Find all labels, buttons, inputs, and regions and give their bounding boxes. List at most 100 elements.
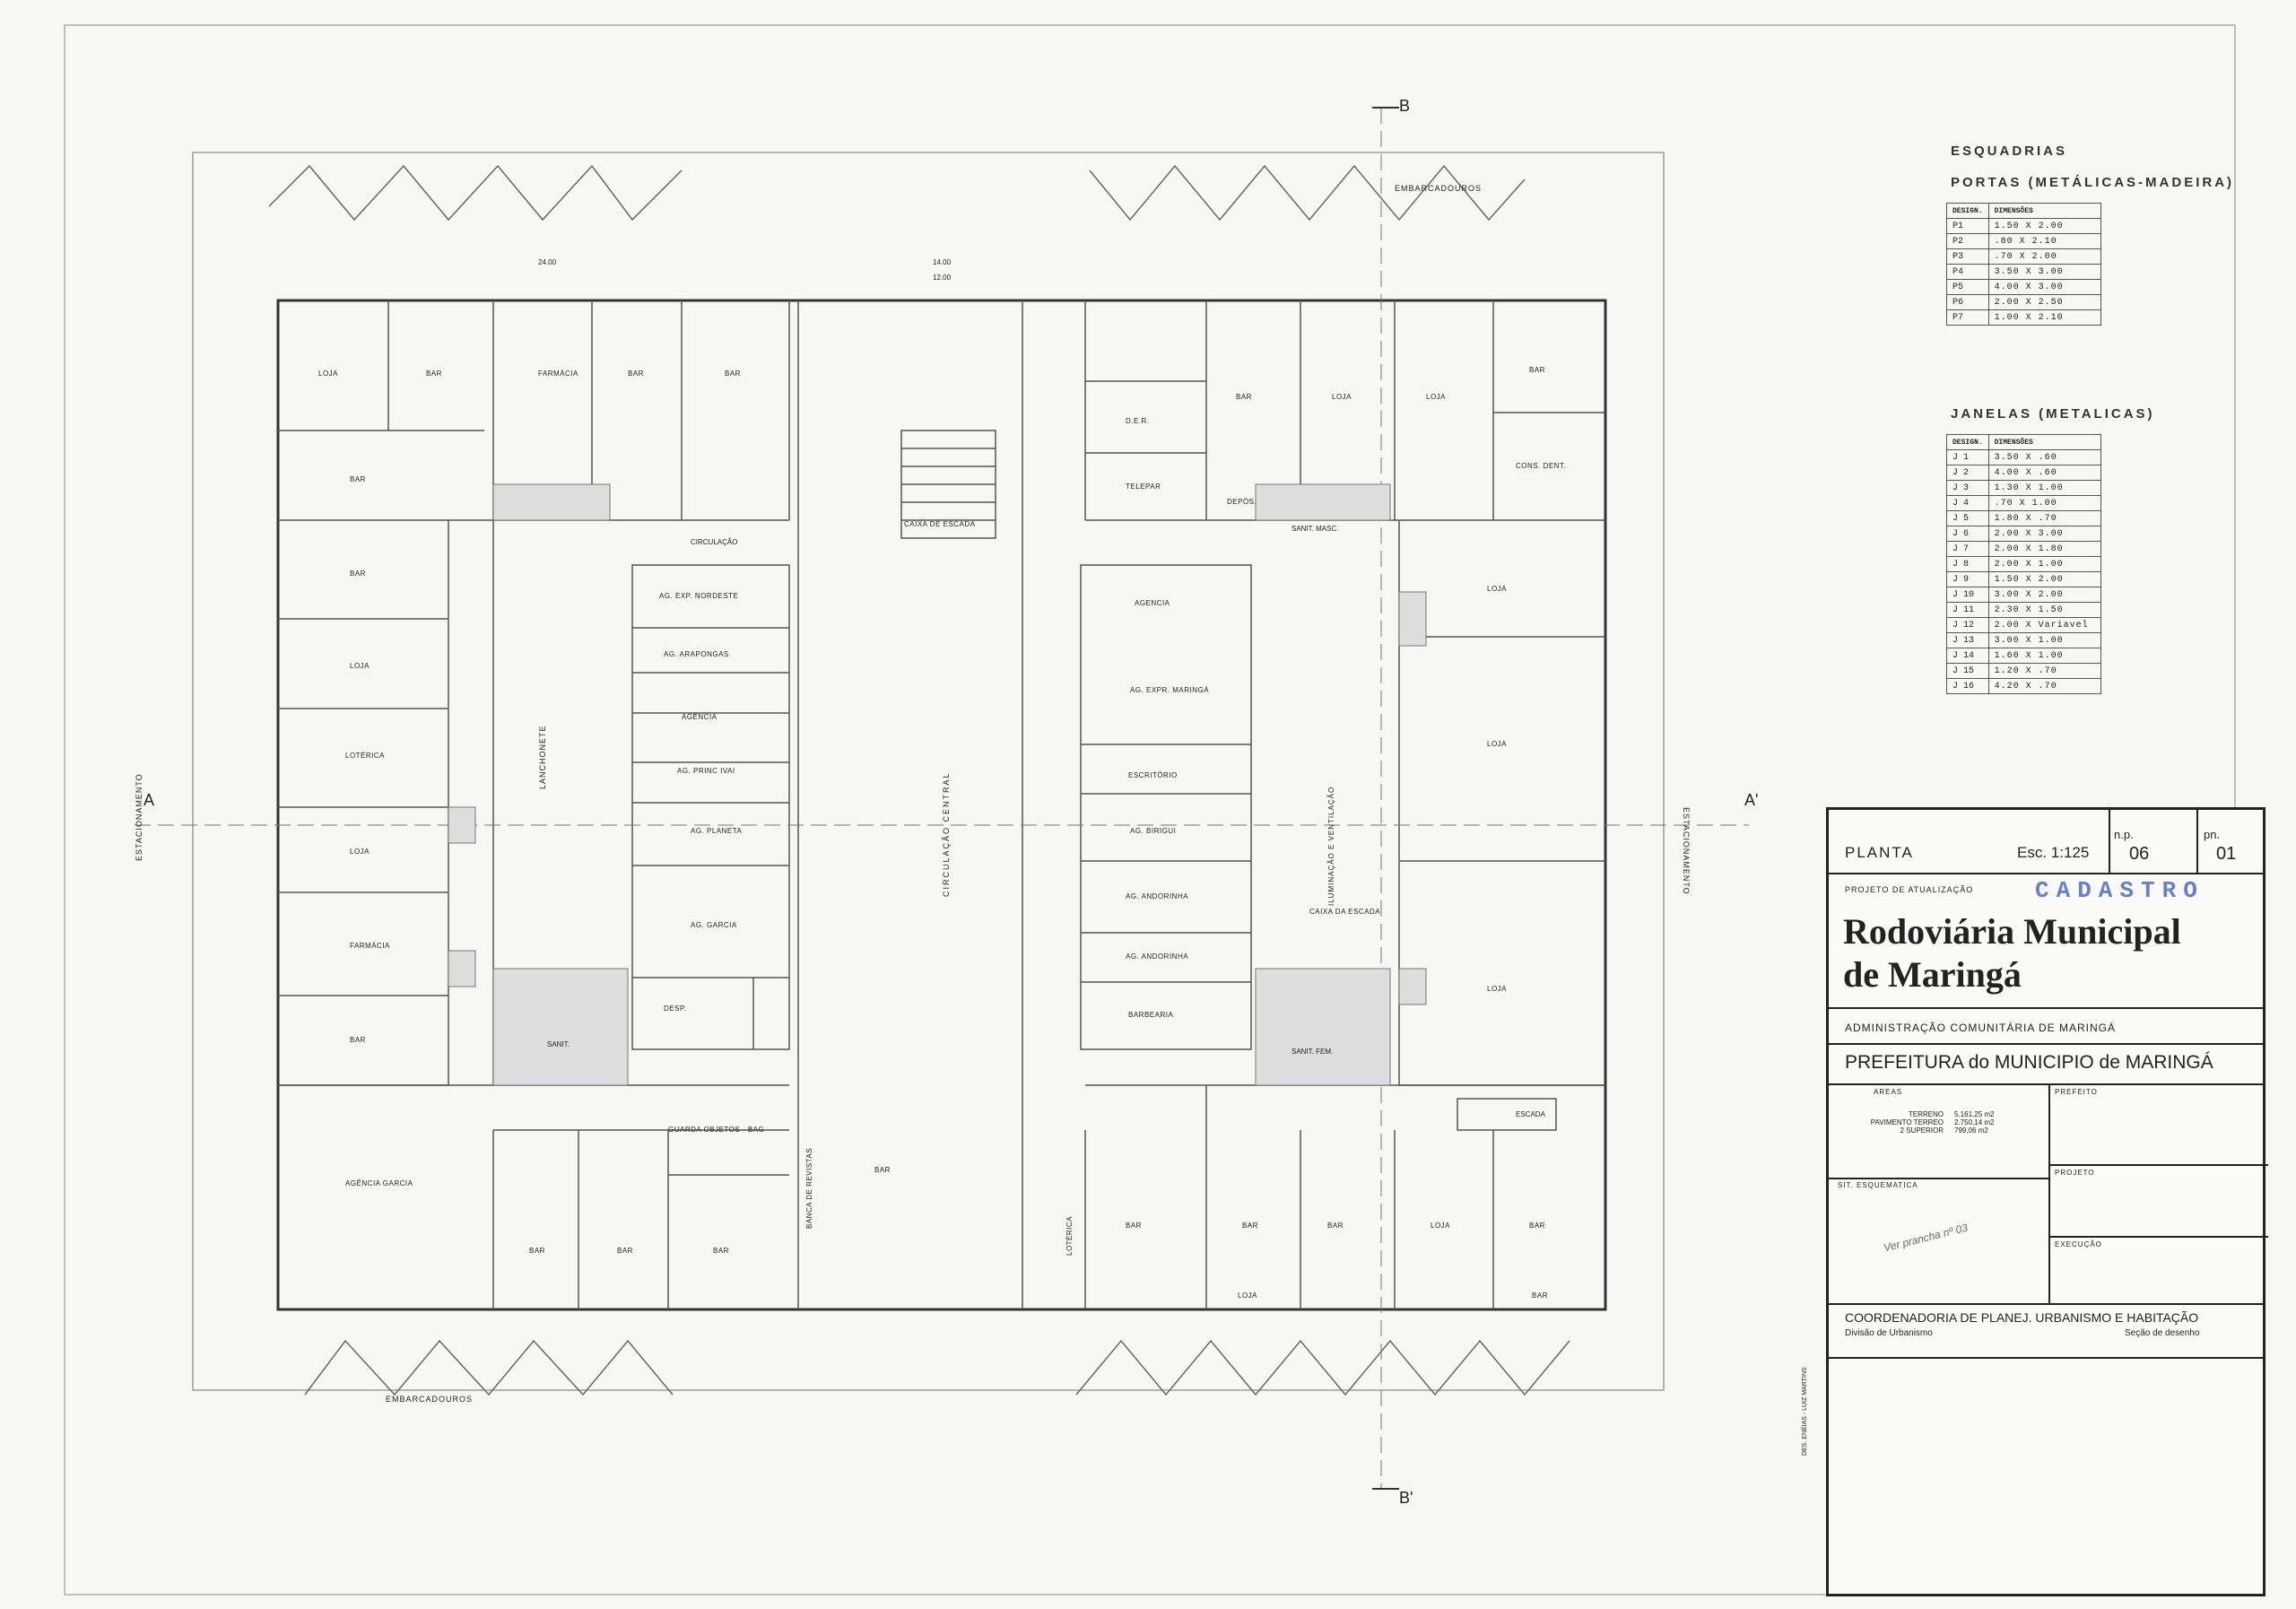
title-block: PLANTA Esc. 1:125 n.p. 06 pn. 01 PROJETO… [1802, 807, 2268, 1596]
schedule-dimensions: 3.00 X 1.00 [1987, 632, 2101, 648]
janelas-col-dim: DIMENSÕES [1987, 434, 2101, 450]
execucao-label: EXECUÇÃO [2055, 1240, 2102, 1248]
schedule-dimensions: 1.50 X 2.00 [1987, 218, 2101, 234]
portas-title: PORTAS (METÁLICAS-MADEIRA) [1951, 175, 2235, 190]
schedule-dimensions: 1.00 X 2.10 [1987, 309, 2101, 326]
room-label: LOJA [350, 848, 370, 856]
room-label: AGÊNCIA [682, 713, 718, 721]
schedule-design: J 10 [1946, 587, 1989, 603]
room-label: DEPÓS. [1227, 498, 1257, 506]
schedule-dimensions: 3.50 X .60 [1987, 449, 2101, 465]
schedule-design: J 9 [1946, 571, 1989, 587]
area-name: 2 SUPERIOR [1900, 1126, 1944, 1135]
drawing-title-line2: de Maringá [1843, 954, 2022, 995]
room-label: CAIXA DE ESCADA [904, 520, 976, 528]
room-label: AGÊNCIA GARCIA [345, 1179, 413, 1187]
section-marker-a-left: A [144, 791, 155, 809]
schedule-dimensions: 2.30 X 1.50 [1987, 602, 2101, 618]
secao-label: Seção de desenho [2125, 1328, 2200, 1338]
room-label: AG. PLANETA [691, 827, 743, 835]
room-label: LOJA [1487, 740, 1508, 748]
room-label: AG. ANDORINHA [1126, 892, 1189, 900]
room-label: GUARDA OBJETOS - BAG [668, 1126, 765, 1134]
schedule-dimensions: .80 X 2.10 [1987, 233, 2101, 249]
estacionamento-right-label: ESTACIONAMENTO [1682, 807, 1691, 895]
schedule-dimensions: 4.20 X .70 [1987, 678, 2101, 694]
lanchonete-label: LANCHONETE [538, 725, 547, 789]
schedule-row: J 4.70 X 1.00 [1946, 495, 2101, 511]
schedule-design: J 7 [1946, 541, 1989, 557]
room-label: ESCRITÓRIO [1128, 771, 1178, 779]
area-name: PAVIMENTO TERREO [1870, 1118, 1944, 1126]
escada-label: ESCADA [1516, 1110, 1545, 1118]
room-label: LOJA [1487, 985, 1508, 993]
drawing-title-line1: Rodoviária Municipal [1843, 911, 2181, 952]
room-label: LOTÉRICA [1065, 1215, 1074, 1256]
estacionamento-left-label: ESTACIONAMENTO [135, 773, 144, 861]
room-label: LOJA [1332, 393, 1352, 401]
drawing-type: PLANTA [1845, 844, 1914, 861]
handwritten-note: Ver prancha nº 03 [1882, 1221, 1970, 1255]
room-label: BAR [350, 570, 366, 578]
schedule-design: J 13 [1946, 632, 1989, 648]
pn-value: 01 [2216, 844, 2237, 864]
room-label: BAR [725, 370, 741, 378]
coordenadoria-label: COORDENADORIA DE PLANEJ. URBANISMO E HAB… [1845, 1310, 2199, 1325]
janelas-title: JANELAS (METALICAS) [1951, 406, 2155, 422]
portas-col-dim: DIMENSÕES [1987, 203, 2101, 219]
schedule-dimensions: .70 X 2.00 [1987, 248, 2101, 265]
schedule-design: P4 [1946, 264, 1989, 280]
schedule-row: P3.70 X 2.00 [1946, 248, 2101, 265]
area-value: 2.750,14 m2 [1954, 1118, 1995, 1126]
room-label: BAR [1532, 1292, 1548, 1300]
area-value: 5.161,25 m2 [1954, 1110, 1995, 1118]
room-label: BARBEARIA [1128, 1011, 1174, 1019]
schedule-dimensions: 4.00 X 3.00 [1987, 279, 2101, 295]
room-label: CAIXA DA ESCADA [1309, 908, 1381, 916]
drawing-scale: Esc. 1:125 [2017, 844, 2090, 861]
pn-label: pn. [2204, 828, 2221, 841]
schedule-design: J 6 [1946, 526, 1989, 542]
room-label: CONS. DENT. [1516, 462, 1567, 470]
schedule-dimensions: 2.00 X 2.50 [1987, 294, 2101, 310]
schedule-dimensions: 3.00 X 2.00 [1987, 587, 2101, 603]
divisao-label: Divisão de Urbanismo [1845, 1328, 1933, 1338]
project-type: PROJETO DE ATUALIZAÇÃO [1845, 885, 1974, 894]
room-label: BAR [350, 1036, 366, 1044]
room-label: LOJA [318, 370, 339, 378]
section-marker-b-top: B [1399, 97, 1411, 115]
esquadrias-panel: ESQUADRIAS PORTAS (METÁLICAS-MADEIRA) DE… [1946, 144, 2235, 694]
schedule-design: J 1 [1946, 449, 1989, 465]
room-label: BAR [1529, 366, 1545, 374]
sit-esquematica-label: SIT. ESQUEMATICA [1838, 1181, 1918, 1189]
prefeito-label: PREFEITO [2055, 1088, 2098, 1096]
schedule-design: J 14 [1946, 648, 1989, 664]
room-label: BAR [713, 1247, 729, 1255]
room-label: LOJA [1238, 1292, 1258, 1300]
room-label: D.E.R. [1126, 417, 1150, 425]
room-label: BAR [1327, 1222, 1344, 1230]
schedule-dimensions: 1.20 X .70 [1987, 663, 2101, 679]
room-label: AG. ANDORINHA [1126, 952, 1189, 961]
room-label: LOTÉRICA [345, 752, 386, 760]
schedule-design: P2 [1946, 233, 1989, 249]
embarcadouros-bottom-label: EMBARCADOUROS [386, 1395, 474, 1404]
room-label: AG. PRINC IVAI [677, 767, 735, 775]
room-label: LOJA [1431, 1222, 1451, 1230]
